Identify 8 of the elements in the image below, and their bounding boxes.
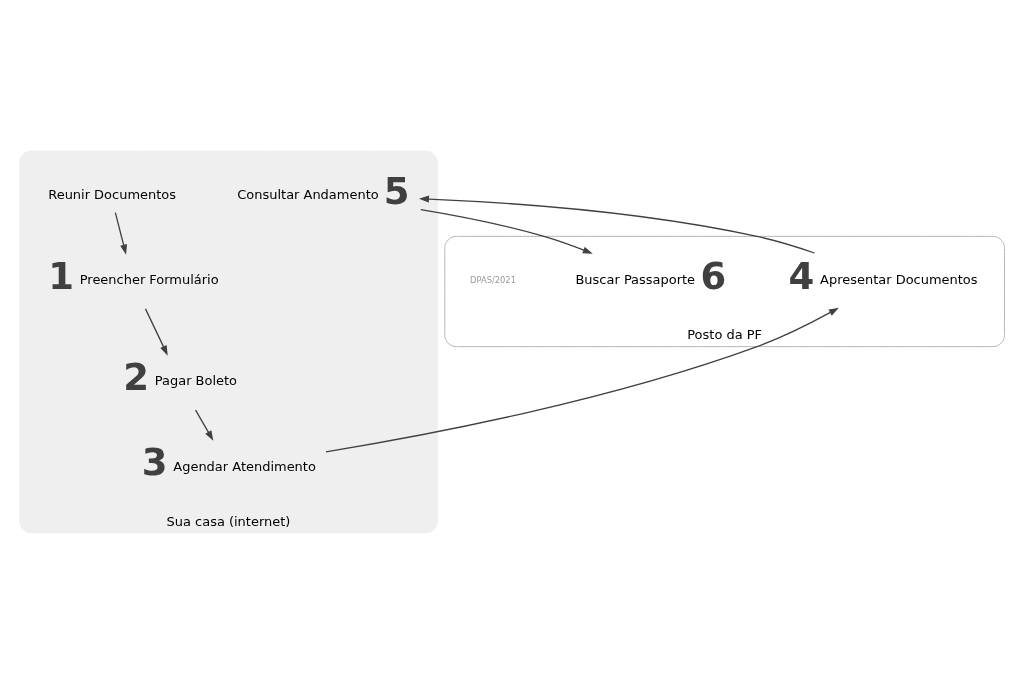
arrow [144,307,168,356]
arrow [114,211,127,255]
arrow [325,307,839,452]
node-text: Reunir Documentos [48,186,177,202]
arrow [418,195,816,254]
arrow [194,408,214,441]
arrow [420,208,593,254]
label: DPAS/2021 [470,274,516,285]
